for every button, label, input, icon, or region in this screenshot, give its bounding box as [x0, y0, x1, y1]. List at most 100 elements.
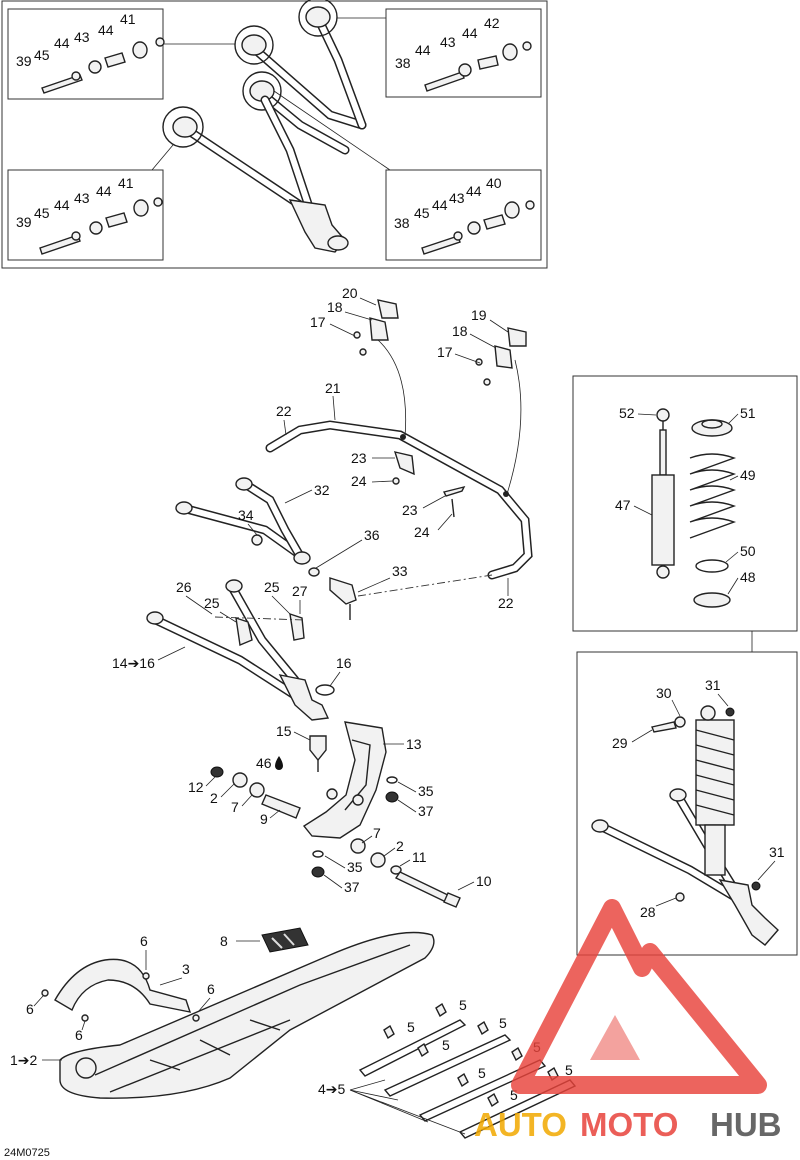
label-44: 44	[96, 183, 112, 199]
callout-2a: 2	[210, 790, 218, 806]
label-31b: 31	[769, 844, 785, 860]
label-50: 50	[740, 543, 756, 559]
callout-7a: 7	[231, 799, 239, 815]
ski-handle	[41, 958, 200, 1022]
label-44: 44	[466, 183, 482, 199]
callout-9: 9	[260, 811, 268, 827]
label-40: 40	[486, 175, 502, 191]
callout-5g: 5	[510, 1087, 518, 1103]
callout-21: 21	[325, 380, 341, 396]
box-bottom-left: 41 44 43 44 45 39	[7, 169, 164, 261]
callout-24b: 24	[414, 524, 430, 540]
bracket-left	[353, 299, 399, 356]
label-44: 44	[54, 35, 70, 51]
callout-5b: 5	[459, 997, 467, 1013]
callout-11: 11	[412, 849, 427, 865]
shock-absorber	[651, 408, 675, 579]
callout-36: 36	[364, 527, 380, 543]
watermark-part2: MOTO	[580, 1106, 678, 1143]
callout-2b: 2	[396, 838, 404, 854]
callout-32: 32	[314, 482, 330, 498]
callout-35b: 35	[347, 859, 363, 875]
upper-a-arm-top	[234, 0, 367, 155]
callout-10: 10	[476, 873, 492, 889]
label-48: 48	[740, 569, 756, 585]
lower-a-arm-top	[162, 95, 349, 253]
callout-15: 15	[276, 723, 292, 739]
callout-19: 19	[471, 307, 487, 323]
callout-25b: 25	[264, 579, 280, 595]
label-45: 45	[34, 47, 50, 63]
ski	[59, 931, 435, 1099]
callout-18a: 18	[327, 299, 343, 315]
callout-3: 3	[182, 961, 190, 977]
label-39: 39	[16, 214, 32, 230]
label-47: 47	[615, 497, 631, 513]
label-45: 45	[414, 205, 430, 221]
upper-a-arm	[175, 477, 311, 565]
callout-24a: 24	[351, 473, 367, 489]
label-44: 44	[415, 42, 431, 58]
label-44b: 44	[54, 197, 70, 213]
ski-pad	[261, 927, 309, 953]
callout-4: 4➔5	[318, 1081, 346, 1097]
label-43: 43	[440, 34, 456, 50]
callout-6c: 6	[26, 1001, 34, 1017]
diagram-code: 24M0725	[4, 1147, 50, 1159]
callout-35a: 35	[418, 783, 434, 799]
callout-22b: 22	[498, 595, 514, 611]
label-28: 28	[640, 904, 656, 920]
callout-6d: 6	[75, 1027, 83, 1043]
assembled-suspension	[591, 705, 779, 946]
callout-8: 8	[220, 933, 228, 949]
callout-16: 16	[336, 655, 352, 671]
label-42: 42	[484, 15, 500, 31]
label-31a: 31	[705, 677, 721, 693]
label-29: 29	[612, 735, 628, 751]
label-49: 49	[740, 467, 756, 483]
callout-23a: 23	[351, 450, 367, 466]
oil-drop-icon	[275, 756, 283, 770]
lower-a-arm	[146, 579, 330, 721]
label-43: 43	[74, 190, 90, 206]
runners	[358, 1002, 577, 1139]
callout-37b: 37	[344, 879, 360, 895]
callout-6b: 6	[207, 981, 215, 997]
watermark-part3: HUB	[710, 1106, 782, 1143]
shock-kit-frame	[572, 375, 798, 632]
bracket-right	[475, 327, 527, 386]
automotohub-logo	[511, 899, 767, 1094]
callout-18b: 18	[452, 323, 468, 339]
label-45: 45	[34, 205, 50, 221]
callout-20: 20	[342, 285, 358, 301]
callout-5d: 5	[499, 1015, 507, 1031]
label-38: 38	[394, 215, 410, 231]
callout-17a: 17	[310, 314, 326, 330]
callout-26: 26	[176, 579, 192, 595]
label-51: 51	[740, 405, 756, 421]
callout-33: 33	[392, 563, 408, 579]
callout-37a: 37	[418, 803, 434, 819]
callout-14: 14➔16	[112, 655, 155, 671]
callout-5a: 5	[407, 1019, 415, 1035]
label-44b: 44	[98, 22, 114, 38]
label-41: 41	[118, 175, 134, 191]
callout-5c: 5	[442, 1037, 450, 1053]
callout-6a: 6	[140, 933, 148, 949]
callout-17b: 17	[437, 344, 453, 360]
callout-5e: 5	[478, 1065, 486, 1081]
label-43: 43	[449, 190, 465, 206]
callout-12: 12	[188, 779, 204, 795]
ball-joint	[309, 735, 327, 772]
callout-13: 13	[406, 736, 422, 752]
box-bottom-right: 40 44 43 44 45 38	[385, 169, 542, 261]
sway-bar	[265, 420, 533, 580]
label-39: 39	[16, 53, 32, 69]
label-41: 41	[120, 11, 136, 27]
watermark-part1: AUTO	[474, 1106, 567, 1143]
label-52: 52	[619, 405, 635, 421]
callout-23b: 23	[402, 502, 418, 518]
label-44b: 44	[432, 197, 448, 213]
box-top-left: 41 45 44 43 44 39	[7, 8, 165, 100]
